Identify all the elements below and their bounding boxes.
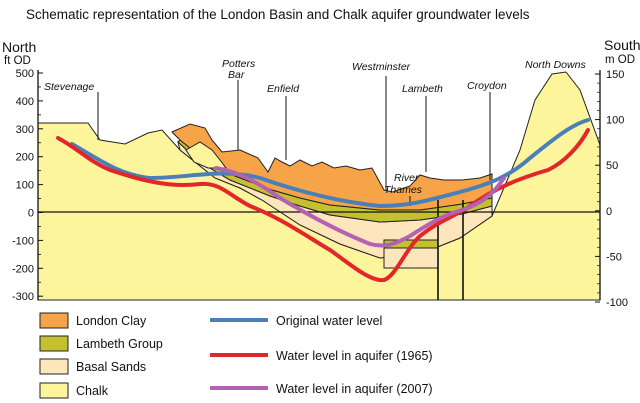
legend-label-lambeth-group: Lambeth Group bbox=[76, 337, 163, 351]
legend-label-1965: Water level in aquifer (1965) bbox=[276, 349, 433, 363]
right-axis-heading: South bbox=[604, 37, 640, 53]
legend-swatch-basal-sands bbox=[39, 358, 69, 375]
place-river-line2: Thames bbox=[384, 184, 423, 196]
place-potters-bar-line1: Potters bbox=[222, 58, 256, 70]
legend-lines: Original water level Water level in aqui… bbox=[210, 314, 433, 396]
legend-swatch-chalk bbox=[39, 382, 69, 399]
water-level-1965-line bbox=[56, 128, 590, 283]
right-axis-unit: m OD bbox=[605, 54, 635, 66]
right-tick-label: 150 bbox=[606, 69, 624, 81]
legend-label-original: Original water level bbox=[276, 314, 382, 328]
left-tick-label: -300 bbox=[12, 291, 34, 303]
diagram-title: Schematic representation of the London B… bbox=[26, 7, 530, 22]
chalk-inlier bbox=[185, 141, 227, 169]
legend-swatch-london-clay bbox=[39, 312, 69, 329]
left-tick-label: 0 bbox=[28, 208, 34, 220]
right-tick-label: -50 bbox=[606, 251, 622, 263]
left-tick-label: 400 bbox=[16, 96, 34, 108]
water-level-2007-line bbox=[214, 166, 506, 248]
left-tick-label: -100 bbox=[12, 235, 34, 247]
place-potters-bar-line2: Bar bbox=[228, 69, 245, 81]
left-tick-label: 100 bbox=[16, 180, 34, 192]
right-tick-label: -100 bbox=[606, 297, 628, 309]
london-clay-layer bbox=[171, 123, 493, 211]
place-pointers bbox=[97, 76, 491, 206]
place-river-line1: River bbox=[394, 172, 419, 184]
place-croydon: Croydon bbox=[467, 80, 507, 92]
left-axis-unit: ft OD bbox=[4, 55, 31, 67]
legend-swatch-lambeth-group bbox=[39, 335, 69, 352]
legend-strata: London Clay Lambeth Group Basal Sands Ch… bbox=[39, 312, 163, 399]
place-north-downs: North Downs bbox=[525, 59, 586, 71]
left-tick-label: 500 bbox=[16, 68, 34, 80]
legend-label-chalk: Chalk bbox=[76, 384, 109, 398]
legend-label-london-clay: London Clay bbox=[76, 314, 147, 328]
left-tick-label: 200 bbox=[16, 152, 34, 164]
right-tick-label: 0 bbox=[606, 206, 612, 218]
right-axis-ticks: 150 100 50 0 -50 -100 bbox=[595, 69, 628, 309]
right-tick-label: 100 bbox=[606, 115, 624, 127]
original-water-level-line bbox=[70, 118, 590, 209]
basin-block bbox=[383, 247, 439, 269]
legend-label-basal-sands: Basal Sands bbox=[76, 360, 146, 374]
left-tick-label: -200 bbox=[12, 263, 34, 275]
place-stevenage: Stevenage bbox=[44, 81, 94, 93]
place-lambeth: Lambeth bbox=[402, 83, 443, 95]
left-axis-heading: North bbox=[2, 39, 36, 55]
left-axis-ticks: 500 400 300 200 100 0 -100 -200 -300 bbox=[12, 68, 43, 303]
right-tick-label: 50 bbox=[606, 160, 618, 172]
place-westminster: Westminster bbox=[352, 61, 411, 73]
place-enfield: Enfield bbox=[267, 83, 300, 95]
legend-label-2007: Water level in aquifer (2007) bbox=[276, 382, 433, 396]
left-tick-label: 300 bbox=[16, 124, 34, 136]
